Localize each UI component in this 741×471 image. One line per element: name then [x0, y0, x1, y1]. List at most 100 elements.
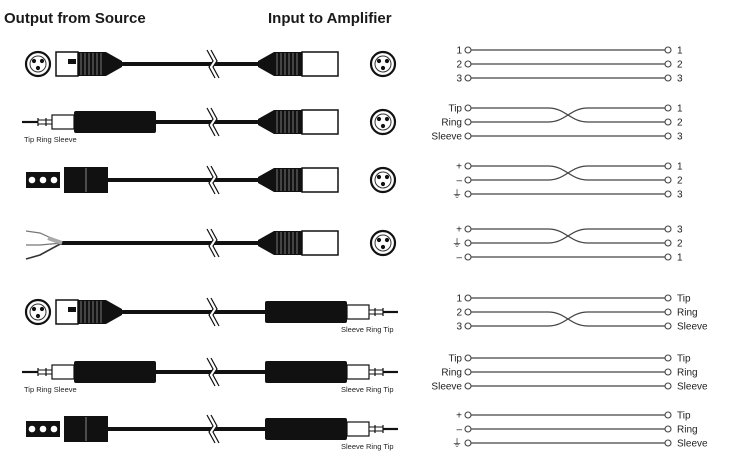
left-terminal — [464, 225, 472, 233]
xlr-grip — [274, 168, 302, 192]
right-terminal — [664, 308, 672, 316]
left-terminal — [464, 439, 472, 447]
right-terminal — [664, 132, 672, 140]
cable-row-4 — [25, 228, 397, 260]
left-terminal — [464, 239, 472, 247]
right-pin-label: 3 — [677, 190, 683, 201]
right-terminal — [664, 322, 672, 330]
left-pin-label: 1 — [456, 46, 462, 57]
wire-path — [468, 165, 668, 181]
cable-break — [205, 110, 221, 134]
left-pin-label: 1 — [456, 294, 462, 305]
left-terminal — [464, 118, 472, 126]
right-terminal — [664, 190, 672, 198]
left-terminal — [464, 253, 472, 261]
left-terminal — [464, 74, 472, 82]
right-terminal — [664, 368, 672, 376]
left-terminal — [464, 190, 472, 198]
left-pin-label: Tip — [448, 104, 462, 115]
right-pin-label: Sleeve — [677, 439, 708, 450]
wire-path — [468, 228, 668, 244]
cable-break — [205, 168, 221, 192]
right-terminal — [664, 239, 672, 247]
right-pin-label: Tip — [677, 354, 691, 365]
right-terminal — [664, 382, 672, 390]
wire-path — [468, 311, 668, 327]
cable-row-7: Sleeve Ring Tip — [26, 414, 398, 451]
trs-sleeve — [346, 421, 370, 437]
right-terminal — [664, 411, 672, 419]
right-pin-label: 2 — [677, 176, 683, 187]
trs-body — [74, 361, 156, 383]
right-pin-label: 2 — [677, 60, 683, 71]
trs-sleeve — [346, 304, 370, 320]
trs-body — [74, 111, 156, 133]
trs-sleeve — [346, 364, 370, 380]
cable-break — [205, 360, 221, 384]
left-terminal — [464, 322, 472, 330]
cable-row-2: Tip Ring Sleeve — [22, 107, 397, 144]
right-terminal — [664, 162, 672, 170]
right-pin-label: 1 — [677, 104, 683, 115]
cable-break — [205, 417, 221, 441]
left-pin-label: 3 — [456, 74, 462, 85]
right-terminal — [664, 104, 672, 112]
bare-wire-strand — [26, 242, 63, 246]
right-pin-label: 1 — [677, 162, 683, 173]
left-pin-label: + — [456, 411, 462, 422]
right-pin-label: 2 — [677, 118, 683, 129]
left-terminal — [464, 368, 472, 376]
xlr-body — [301, 230, 339, 256]
right-pin-label: Sleeve — [677, 322, 708, 333]
wire-path — [468, 107, 668, 123]
dest-pin-caption: Sleeve Ring Tip — [341, 442, 394, 451]
trs-ring — [37, 119, 53, 125]
left-pin-label: 2 — [456, 60, 462, 71]
left-terminal — [464, 382, 472, 390]
header-input-to-amplifier: Input to Amplifier — [268, 10, 392, 27]
left-pin-label: – — [456, 425, 462, 436]
right-pin-label: 3 — [677, 74, 683, 85]
source-pin-caption: Tip Ring Sleeve — [24, 135, 77, 144]
xlr-strain-relief — [258, 110, 274, 134]
right-pin-label: Tip — [677, 294, 691, 305]
xlr-grip — [78, 300, 106, 324]
xlr-latch — [68, 307, 76, 312]
right-terminal — [664, 176, 672, 184]
trs-ring — [368, 426, 384, 432]
left-pin-label: Ring — [441, 118, 462, 129]
left-terminal — [464, 132, 472, 140]
right-terminal — [664, 225, 672, 233]
left-terminal — [464, 104, 472, 112]
pin-wiring-diagrams: 123123TipRingSleeve123+–⏚123+⏚–321123Tip… — [431, 46, 708, 450]
trs-body — [265, 418, 347, 440]
header-output-from-source: Output from Source — [4, 10, 146, 27]
left-terminal — [464, 411, 472, 419]
cable-row-5: Sleeve Ring Tip — [24, 297, 398, 334]
wiring-row-3: +–⏚123 — [452, 162, 683, 201]
trs-sleeve — [51, 364, 75, 380]
left-terminal — [464, 162, 472, 170]
dest-pin-caption: Sleeve Ring Tip — [341, 325, 394, 334]
left-terminal — [464, 425, 472, 433]
trs-ring — [368, 309, 384, 315]
left-pin-label: 2 — [456, 308, 462, 319]
xlr-body — [301, 51, 339, 77]
right-terminal — [664, 46, 672, 54]
right-terminal — [664, 60, 672, 68]
xlr-grip — [274, 110, 302, 134]
xlr-strain-relief — [106, 52, 122, 76]
dest-pin-caption: Sleeve Ring Tip — [341, 385, 394, 394]
right-pin-label: 3 — [677, 132, 683, 143]
right-terminal — [664, 294, 672, 302]
xlr-body — [301, 167, 339, 193]
left-pin-label: Ring — [441, 368, 462, 379]
left-pin-label: + — [456, 225, 462, 236]
right-pin-label: Ring — [677, 425, 698, 436]
left-pin-label: – — [456, 176, 462, 187]
